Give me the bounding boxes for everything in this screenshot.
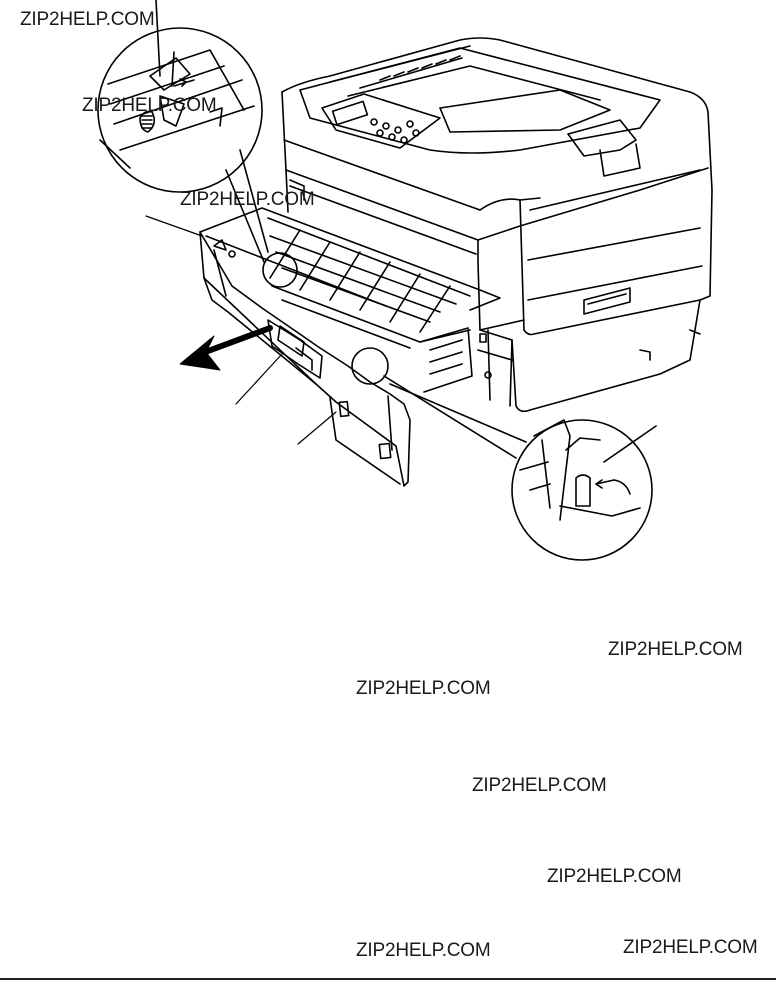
page-bottom-rule <box>0 978 776 980</box>
paper-tray-drawing <box>199 207 501 487</box>
watermark-text: ZIP2HELP.COM <box>356 940 491 961</box>
leader-lines <box>145 215 337 445</box>
watermark-text: ZIP2HELP.COM <box>623 937 758 958</box>
watermark-text: ZIP2HELP.COM <box>356 678 491 699</box>
watermark-text: ZIP2HELP.COM <box>180 189 315 210</box>
watermark-text: ZIP2HELP.COM <box>472 775 607 796</box>
callout-lower-right <box>351 347 657 561</box>
callout-upper-left <box>97 0 298 288</box>
printer-body-drawing <box>281 37 713 413</box>
watermark-text: ZIP2HELP.COM <box>82 95 217 116</box>
pull-direction-arrow <box>179 325 273 371</box>
watermark-text: ZIP2HELP.COM <box>608 639 743 660</box>
watermark-text: ZIP2HELP.COM <box>20 9 155 30</box>
watermark-text: ZIP2HELP.COM <box>547 866 682 887</box>
